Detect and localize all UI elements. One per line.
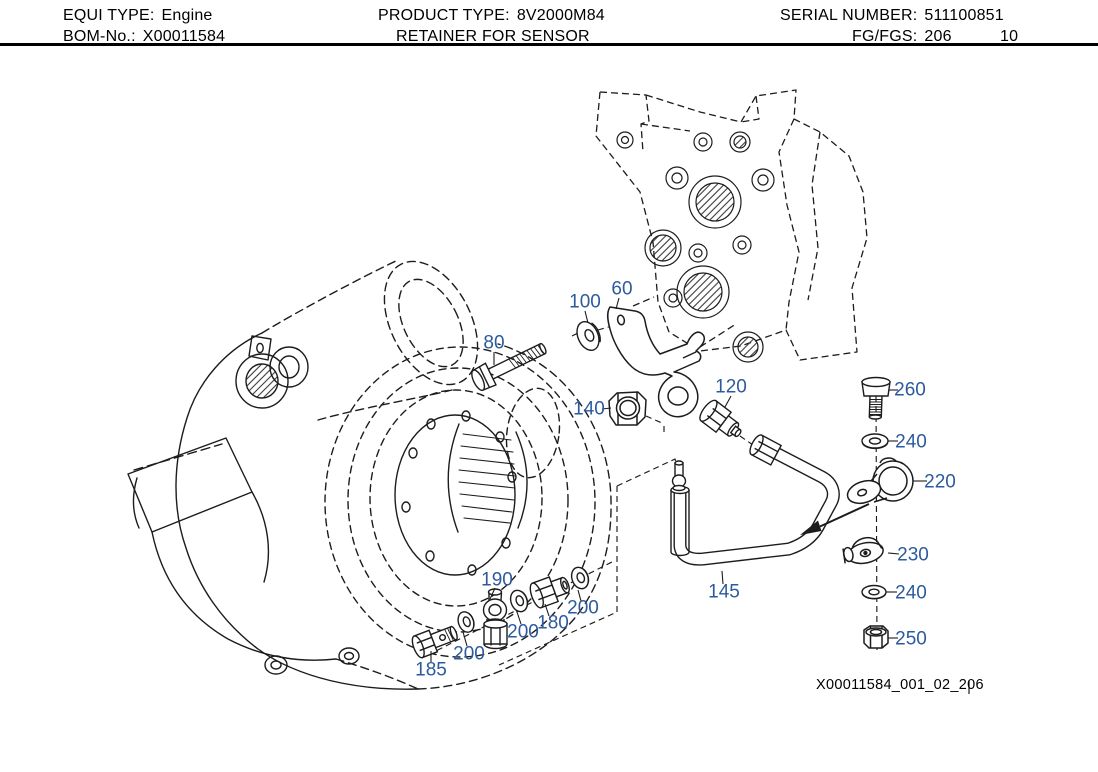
product-type-field: PRODUCT TYPE: 8V2000M84 — [378, 7, 605, 25]
seal-ring-200-left — [457, 611, 475, 633]
serial-number-label: SERIAL NUMBER: — [780, 7, 918, 24]
banjo-bolt-185 — [411, 625, 458, 659]
fitting-120 — [699, 399, 742, 438]
retainer-bracket-60 — [606, 306, 705, 418]
page-title: RETAINER FOR SENSOR — [396, 28, 590, 45]
nut-250 — [863, 625, 889, 649]
fg-fgs-field: FG/FGS: 206 — [852, 28, 952, 46]
bom-no-field: BOM-No.: X00011584 — [63, 28, 225, 46]
banjo-fitting-190 — [482, 588, 508, 650]
equi-type-value: Engine — [161, 7, 213, 24]
header-divider — [0, 43, 1098, 46]
equi-type-label: EQUI TYPE: — [63, 7, 155, 24]
engine-block-drawing — [595, 89, 868, 361]
fg-fgs-sheet: 10 — [1000, 28, 1019, 45]
seal-ring-200-middle — [509, 589, 529, 613]
pipe-145 — [670, 434, 840, 566]
washer-100 — [576, 321, 601, 351]
clamp-230 — [842, 536, 884, 565]
direction-arrow — [800, 503, 870, 535]
bom-no-label: BOM-No.: — [63, 28, 136, 45]
leader-lines — [430, 297, 927, 662]
bom-no-value: X00011584 — [142, 28, 226, 45]
seal-ring-200-right — [570, 566, 590, 590]
bolt-260 — [861, 376, 891, 420]
drawing-number: X00011584_001_02_206 — [816, 677, 984, 693]
serial-number-field: SERIAL NUMBER: 511100851 — [780, 7, 1004, 25]
turbocharger-drawing — [127, 259, 612, 690]
product-type-label: PRODUCT TYPE: — [378, 7, 510, 24]
washer-240-lower — [861, 584, 887, 600]
product-type-value: 8V2000M84 — [516, 7, 605, 24]
nut-140 — [608, 391, 647, 426]
washer-240-upper — [861, 433, 889, 450]
serial-number-value: 511100851 — [924, 7, 1004, 24]
clamp-220 — [846, 457, 914, 505]
fitting-180 — [529, 576, 570, 609]
equi-type-field: EQUI TYPE: Engine — [63, 7, 213, 25]
bolt-80 — [471, 342, 547, 391]
engine-block-bores — [616, 131, 775, 363]
fg-fgs-label: FG/FGS: — [852, 28, 918, 45]
fg-fgs-value: 206 — [924, 28, 952, 45]
